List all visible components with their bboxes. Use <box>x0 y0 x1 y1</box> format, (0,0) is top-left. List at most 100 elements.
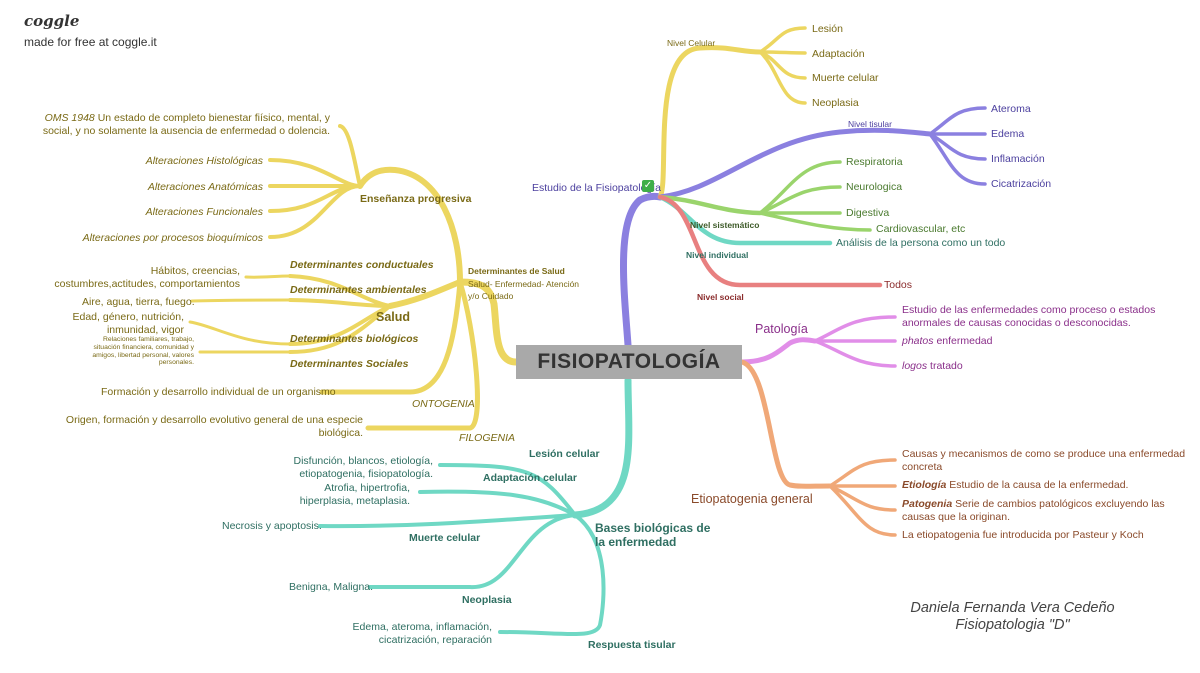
oms-definition[interactable]: OMS 1948 Un estado de completo bienestar… <box>40 112 330 137</box>
sistematico-item-1[interactable]: Neurologica <box>846 181 903 193</box>
patologia-node[interactable]: Patología <box>755 322 808 336</box>
ontogenia-node[interactable]: ONTOGENIA <box>412 398 475 410</box>
author-course: Fisiopatologia "D" <box>955 617 1070 633</box>
celular-item-0[interactable]: Lesión <box>812 23 843 35</box>
patologia-item-0-line1: Estudio de las enfermedades como proceso… <box>902 304 1156 316</box>
nivel-tisular-node[interactable]: Nivel tisular <box>848 119 892 129</box>
respuesta-text-line2: cicatrización, reparación <box>378 633 492 646</box>
tisular-item-2[interactable]: Inflamación <box>991 153 1045 165</box>
conductuales-line2: costumbres,actitudes, comportamientos <box>54 277 240 290</box>
etiologia-meaning: Estudio de la causa de la enfermedad. <box>946 479 1129 491</box>
salud-node[interactable]: Salud <box>376 310 411 324</box>
det-conductuales-text[interactable]: Hábitos, creencias,costumbres,actitudes,… <box>40 265 240 290</box>
determinantes-sub-line1: Salud- Enfermedad- Atención <box>468 278 580 289</box>
determinantes-label: Determinantes de Salud <box>468 266 565 276</box>
lesion-celular-text[interactable]: Disfunción, blancos, etiología,etiopatog… <box>270 455 434 480</box>
ensenanza-node[interactable]: Enseñanza progresiva <box>360 193 472 205</box>
celular-item-3[interactable]: Neoplasia <box>812 97 859 109</box>
etiopatogenia-item-3[interactable]: La etiopatogenia fue introducida por Pas… <box>902 529 1144 541</box>
respuesta-tisular-node[interactable]: Respuesta tisular <box>588 639 676 651</box>
ensenanza-item-3[interactable]: Alteraciones por procesos bioquímicos <box>82 232 263 244</box>
respuesta-tisular-text[interactable]: Edema, ateroma, inflamación,cicatrizació… <box>330 621 492 646</box>
determinantes-branches <box>188 124 520 431</box>
det-sociales-text[interactable]: Relaciones familiares, trabajo,situación… <box>60 336 194 367</box>
filogenia-line2: biológica. <box>318 426 363 439</box>
nivel-social-node[interactable]: Nivel social <box>697 292 744 302</box>
adaptacion-celular-text[interactable]: Atrofia, hipertrofia,hiperplasia, metapl… <box>270 482 410 507</box>
neoplasia-text[interactable]: Benigna, Maligna. <box>289 581 374 593</box>
det-sociales-node[interactable]: Determinantes Sociales <box>290 358 409 370</box>
bases-branches <box>318 376 633 637</box>
det-biologicos-text[interactable]: Edad, género, nutrición,inmunidad, vigor <box>40 311 185 336</box>
muerte-celular-text[interactable]: Necrosis y apoptosis. <box>222 520 322 532</box>
nivel-celular-node[interactable]: Nivel Celular <box>667 38 716 48</box>
phatos-meaning: enfermedad <box>933 335 993 347</box>
oms-line1: Un estado de completo bienestar fiísico,… <box>94 112 330 124</box>
filogenia-line1: Origen, formación y desarrollo evolutivo… <box>65 414 363 426</box>
coggle-logo[interactable]: coggle <box>24 12 80 30</box>
ensenanza-item-1[interactable]: Alteraciones Anatómicas <box>147 181 263 193</box>
individual-item[interactable]: Análisis de la persona como un todo <box>836 237 1006 249</box>
filogenia-node[interactable]: FILOGENIA <box>459 432 516 444</box>
det-ambientales-text[interactable]: Aire, agua, tierra, fuego. <box>82 296 195 308</box>
patologia-item-0[interactable]: Estudio de las enfermedades como proceso… <box>902 304 1155 329</box>
etiopatogenia-item-1[interactable]: Etiología Estudio de la causa de la enfe… <box>902 479 1128 492</box>
adaptacion-celular-node[interactable]: Adaptación celular <box>483 472 577 484</box>
lesion-celular-node[interactable]: Lesión celular <box>529 448 600 460</box>
etiopatogenia-node[interactable]: Etiopatogenia general <box>691 492 813 506</box>
patologia-item-0-line2: anormales de causas conocidas o desconoc… <box>902 316 1131 329</box>
sistematico-item-2[interactable]: Digestiva <box>846 207 890 219</box>
tisular-item-1[interactable]: Edema <box>991 128 1025 140</box>
sistematico-item-3[interactable]: Cardiovascular, etc <box>876 223 966 235</box>
bases-label-line1: Bases biológicas de <box>595 521 711 535</box>
patologia-item-2[interactable]: logos tratado <box>902 360 963 373</box>
logos-meaning: tratado <box>927 360 963 372</box>
lesion-text-line2: etiopatogenia, fisiopatología. <box>299 467 433 480</box>
patogenia-term: Patogenia <box>902 498 953 510</box>
estudio-branch <box>620 192 664 349</box>
det-ambientales-node[interactable]: Determinantes ambientales <box>290 284 427 296</box>
etiologia-term: Etiología <box>902 479 947 491</box>
celular-item-2[interactable]: Muerte celular <box>812 72 879 84</box>
social-item[interactable]: Todos <box>884 279 913 291</box>
respuesta-text-line1: Edema, ateroma, inflamación, <box>352 621 492 633</box>
sociales-line1: Relaciones familiares, trabajo, <box>102 336 194 343</box>
neoplasia-node[interactable]: Neoplasia <box>462 594 512 606</box>
sociales-line2: situación financiera, comunidad y <box>93 343 195 351</box>
tisular-item-0[interactable]: Ateroma <box>991 103 1031 115</box>
central-node[interactable]: FISIOPATOLOGÍA <box>516 345 742 379</box>
det-biologicos-node[interactable]: Determinantes biológicos <box>290 333 419 345</box>
patologia-item-1[interactable]: phatos enfermedad <box>902 335 993 348</box>
etiopatogenia-item-2[interactable]: Patogenia Serie de cambios patológicos e… <box>902 498 1165 523</box>
muerte-celular-node[interactable]: Muerte celular <box>409 532 481 544</box>
oms-year: OMS 1948 <box>44 112 95 124</box>
tisular-item-3[interactable]: Cicatrización <box>991 178 1052 190</box>
ontogenia-text[interactable]: Formación y desarrollo individual de un … <box>101 386 336 398</box>
celular-item-1[interactable]: Adaptación <box>812 48 865 60</box>
oms-line2: social, y no solamente la ausencia de en… <box>42 124 330 137</box>
estudio-node[interactable]: Estudio de la Fisiopatología <box>532 182 661 194</box>
sistematico-item-0[interactable]: Respiratoria <box>846 156 903 168</box>
adaptacion-text-line1: Atrofia, hipertrofia, <box>324 482 410 494</box>
sociales-line4: personales. <box>158 359 194 367</box>
ensenanza-item-0[interactable]: Alteraciones Histológicas <box>145 155 263 167</box>
conductuales-line1: Hábitos, creencias, <box>150 265 240 277</box>
lesion-text-line1: Disfunción, blancos, etiología, <box>293 455 434 467</box>
nivel-individual-node[interactable]: Nivel individual <box>686 250 749 260</box>
ensenanza-item-2[interactable]: Alteraciones Funcionales <box>145 206 263 218</box>
nivel-sistematico-node[interactable]: Nivel sistemático <box>690 220 760 230</box>
adaptacion-text-line2: hiperplasia, metaplasia. <box>299 494 410 507</box>
patogenia-meaning-line2: causas que la originan. <box>902 510 1010 523</box>
author-name: Daniela Fernanda Vera Cedeño <box>910 600 1115 616</box>
filogenia-text[interactable]: Origen, formación y desarrollo evolutivo… <box>40 414 363 439</box>
det-conductuales-node[interactable]: Determinantes conductuales <box>290 259 434 271</box>
made-for-link[interactable]: made for free at coggle.it <box>24 35 157 49</box>
sociales-line3: amigos, libertad personal, valores <box>92 351 194 359</box>
phatos-term: phatos <box>902 335 934 347</box>
etiopatogenia-item-0[interactable]: Causas y mecanismos de como se produce u… <box>902 448 1185 473</box>
